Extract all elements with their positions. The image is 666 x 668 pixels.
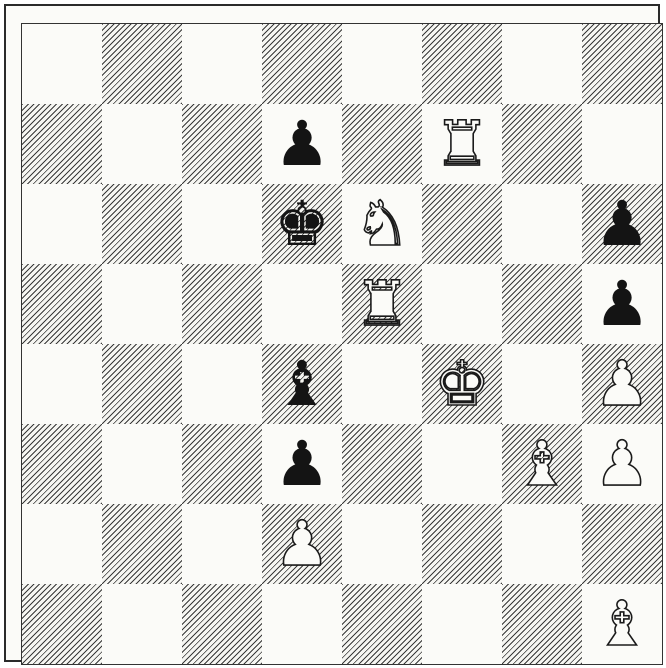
square-c5[interactable] bbox=[182, 264, 262, 344]
square-d8[interactable] bbox=[262, 24, 342, 104]
square-b7[interactable] bbox=[102, 104, 182, 184]
square-f7[interactable]: ♜ bbox=[422, 104, 502, 184]
white-pawn-d2[interactable]: ♟ bbox=[262, 504, 342, 584]
square-b2[interactable] bbox=[102, 504, 182, 584]
square-a3[interactable] bbox=[22, 424, 102, 504]
square-c3[interactable] bbox=[182, 424, 262, 504]
square-d6[interactable]: ♚ bbox=[262, 184, 342, 264]
square-g1[interactable] bbox=[502, 584, 582, 664]
square-d3[interactable]: ♟ bbox=[262, 424, 342, 504]
square-e4[interactable] bbox=[342, 344, 422, 424]
square-h5[interactable]: ♟ bbox=[582, 264, 662, 344]
square-e3[interactable] bbox=[342, 424, 422, 504]
square-f6[interactable] bbox=[422, 184, 502, 264]
white-rook-e5[interactable]: ♜ bbox=[342, 264, 422, 344]
square-a4[interactable] bbox=[22, 344, 102, 424]
square-h2[interactable] bbox=[582, 504, 662, 584]
square-a5[interactable] bbox=[22, 264, 102, 344]
square-h3[interactable]: ♟ bbox=[582, 424, 662, 504]
white-pawn-h4[interactable]: ♟ bbox=[582, 344, 662, 424]
square-g4[interactable] bbox=[502, 344, 582, 424]
black-pawn-h6[interactable]: ♟ bbox=[582, 184, 662, 264]
square-c7[interactable] bbox=[182, 104, 262, 184]
square-a8[interactable] bbox=[22, 24, 102, 104]
square-g6[interactable] bbox=[502, 184, 582, 264]
square-d4[interactable]: ♝ bbox=[262, 344, 342, 424]
square-b4[interactable] bbox=[102, 344, 182, 424]
black-pawn-d3[interactable]: ♟ bbox=[262, 424, 342, 504]
square-h8[interactable] bbox=[582, 24, 662, 104]
white-rook-f7[interactable]: ♜ bbox=[422, 104, 502, 184]
white-bishop-g3[interactable]: ♝ bbox=[502, 424, 582, 504]
square-c8[interactable] bbox=[182, 24, 262, 104]
square-d5[interactable] bbox=[262, 264, 342, 344]
square-e7[interactable] bbox=[342, 104, 422, 184]
square-e2[interactable] bbox=[342, 504, 422, 584]
square-f2[interactable] bbox=[422, 504, 502, 584]
square-d1[interactable] bbox=[262, 584, 342, 664]
square-f4[interactable]: ♚ bbox=[422, 344, 502, 424]
square-e6[interactable]: ♞ bbox=[342, 184, 422, 264]
square-e8[interactable] bbox=[342, 24, 422, 104]
square-g5[interactable] bbox=[502, 264, 582, 344]
square-f5[interactable] bbox=[422, 264, 502, 344]
square-h7[interactable] bbox=[582, 104, 662, 184]
white-king-f4[interactable]: ♚ bbox=[422, 344, 502, 424]
square-c2[interactable] bbox=[182, 504, 262, 584]
square-a6[interactable] bbox=[22, 184, 102, 264]
square-g3[interactable]: ♝ bbox=[502, 424, 582, 504]
square-f3[interactable] bbox=[422, 424, 502, 504]
square-d7[interactable]: ♟ bbox=[262, 104, 342, 184]
square-b1[interactable] bbox=[102, 584, 182, 664]
square-a2[interactable] bbox=[22, 504, 102, 584]
square-e5[interactable]: ♜ bbox=[342, 264, 422, 344]
square-g8[interactable] bbox=[502, 24, 582, 104]
square-f8[interactable] bbox=[422, 24, 502, 104]
black-bishop-d4[interactable]: ♝ bbox=[262, 344, 342, 424]
white-pawn-h3[interactable]: ♟ bbox=[582, 424, 662, 504]
square-b5[interactable] bbox=[102, 264, 182, 344]
square-a1[interactable] bbox=[22, 584, 102, 664]
square-a7[interactable] bbox=[22, 104, 102, 184]
square-c1[interactable] bbox=[182, 584, 262, 664]
white-bishop-h1[interactable]: ♝ bbox=[582, 584, 662, 664]
square-f1[interactable] bbox=[422, 584, 502, 664]
square-e1[interactable] bbox=[342, 584, 422, 664]
square-c6[interactable] bbox=[182, 184, 262, 264]
white-knight-e6[interactable]: ♞ bbox=[342, 184, 422, 264]
square-b8[interactable] bbox=[102, 24, 182, 104]
black-pawn-d7[interactable]: ♟ bbox=[262, 104, 342, 184]
square-h1[interactable]: ♝ bbox=[582, 584, 662, 664]
square-d2[interactable]: ♟ bbox=[262, 504, 342, 584]
square-h4[interactable]: ♟ bbox=[582, 344, 662, 424]
chess-board[interactable]: ♟♜♚♞♟♜♟♝♚♟♟♝♟♟♝ bbox=[21, 23, 663, 665]
square-h6[interactable]: ♟ bbox=[582, 184, 662, 264]
black-king-d6[interactable]: ♚ bbox=[262, 184, 342, 264]
black-pawn-h5[interactable]: ♟ bbox=[582, 264, 662, 344]
square-b6[interactable] bbox=[102, 184, 182, 264]
square-g2[interactable] bbox=[502, 504, 582, 584]
square-c4[interactable] bbox=[182, 344, 262, 424]
square-b3[interactable] bbox=[102, 424, 182, 504]
diagram-frame: ♟♜♚♞♟♜♟♝♚♟♟♝♟♟♝ bbox=[4, 4, 660, 662]
square-g7[interactable] bbox=[502, 104, 582, 184]
